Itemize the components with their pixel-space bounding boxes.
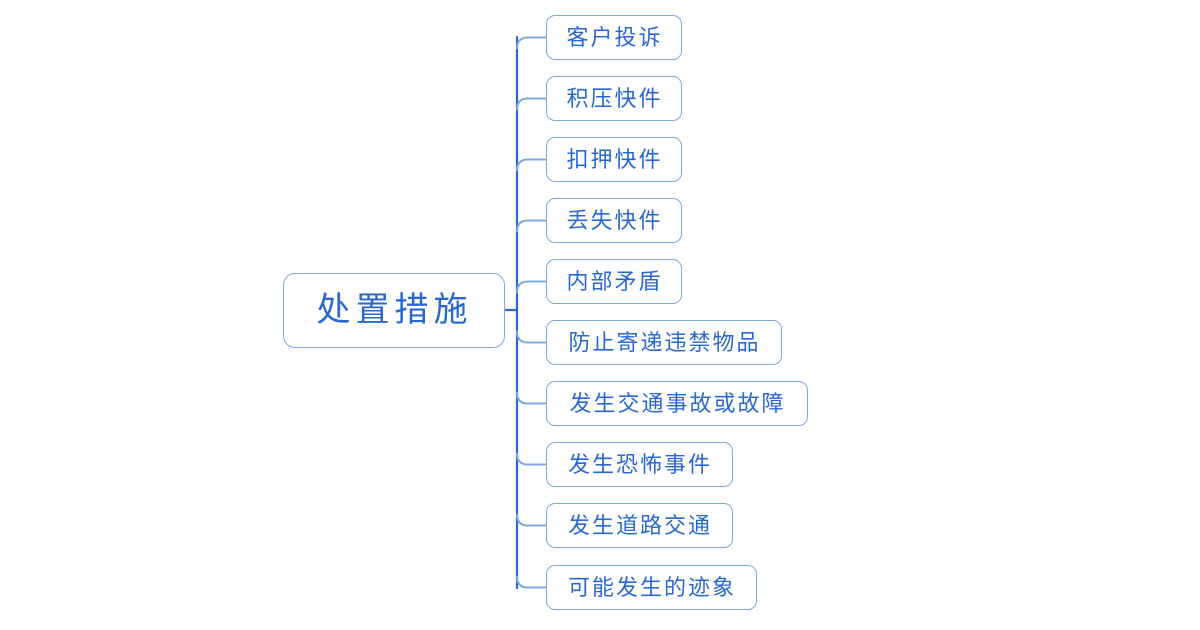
child-node-1[interactable]: 客户投诉 (546, 15, 682, 60)
child-node-5[interactable]: 内部矛盾 (546, 259, 682, 304)
child-node-6[interactable]: 防止寄递违禁物品 (546, 320, 782, 365)
branch-line-1 (516, 36, 547, 50)
child-node-2[interactable]: 积压快件 (546, 76, 682, 121)
branch-line-8 (516, 452, 547, 466)
child-node-7-label: 发生交通事故或故障 (569, 390, 786, 416)
child-node-8[interactable]: 发生恐怖事件 (546, 442, 733, 487)
child-node-3-label: 扣押快件 (566, 146, 663, 172)
child-node-8-label: 发生恐怖事件 (567, 451, 712, 477)
branch-line-2 (516, 97, 547, 111)
child-node-7[interactable]: 发生交通事故或故障 (546, 381, 808, 426)
child-node-3[interactable]: 扣押快件 (546, 137, 682, 182)
child-node-5-label: 内部矛盾 (566, 268, 663, 294)
branch-line-3 (516, 158, 547, 172)
child-node-4-label: 丢失快件 (566, 207, 663, 233)
branch-line-10 (516, 575, 547, 589)
branch-line-7 (516, 391, 547, 405)
root-node[interactable]: 处置措施 (283, 273, 505, 348)
child-node-6-label: 防止寄递违禁物品 (568, 329, 761, 355)
branch-line-6 (516, 330, 547, 344)
child-node-10-label: 可能发生的迹象 (567, 574, 736, 600)
branch-line-4 (516, 219, 547, 233)
child-node-9[interactable]: 发生道路交通 (546, 503, 733, 548)
root-node-label: 处置措施 (316, 291, 473, 329)
child-node-2-label: 积压快件 (566, 85, 663, 111)
branch-line-5 (516, 280, 547, 294)
child-node-9-label: 发生道路交通 (567, 512, 712, 538)
child-node-4[interactable]: 丢失快件 (546, 198, 682, 243)
branch-line-9 (516, 513, 547, 527)
child-node-10[interactable]: 可能发生的迹象 (546, 565, 757, 610)
child-node-1-label: 客户投诉 (566, 24, 663, 50)
